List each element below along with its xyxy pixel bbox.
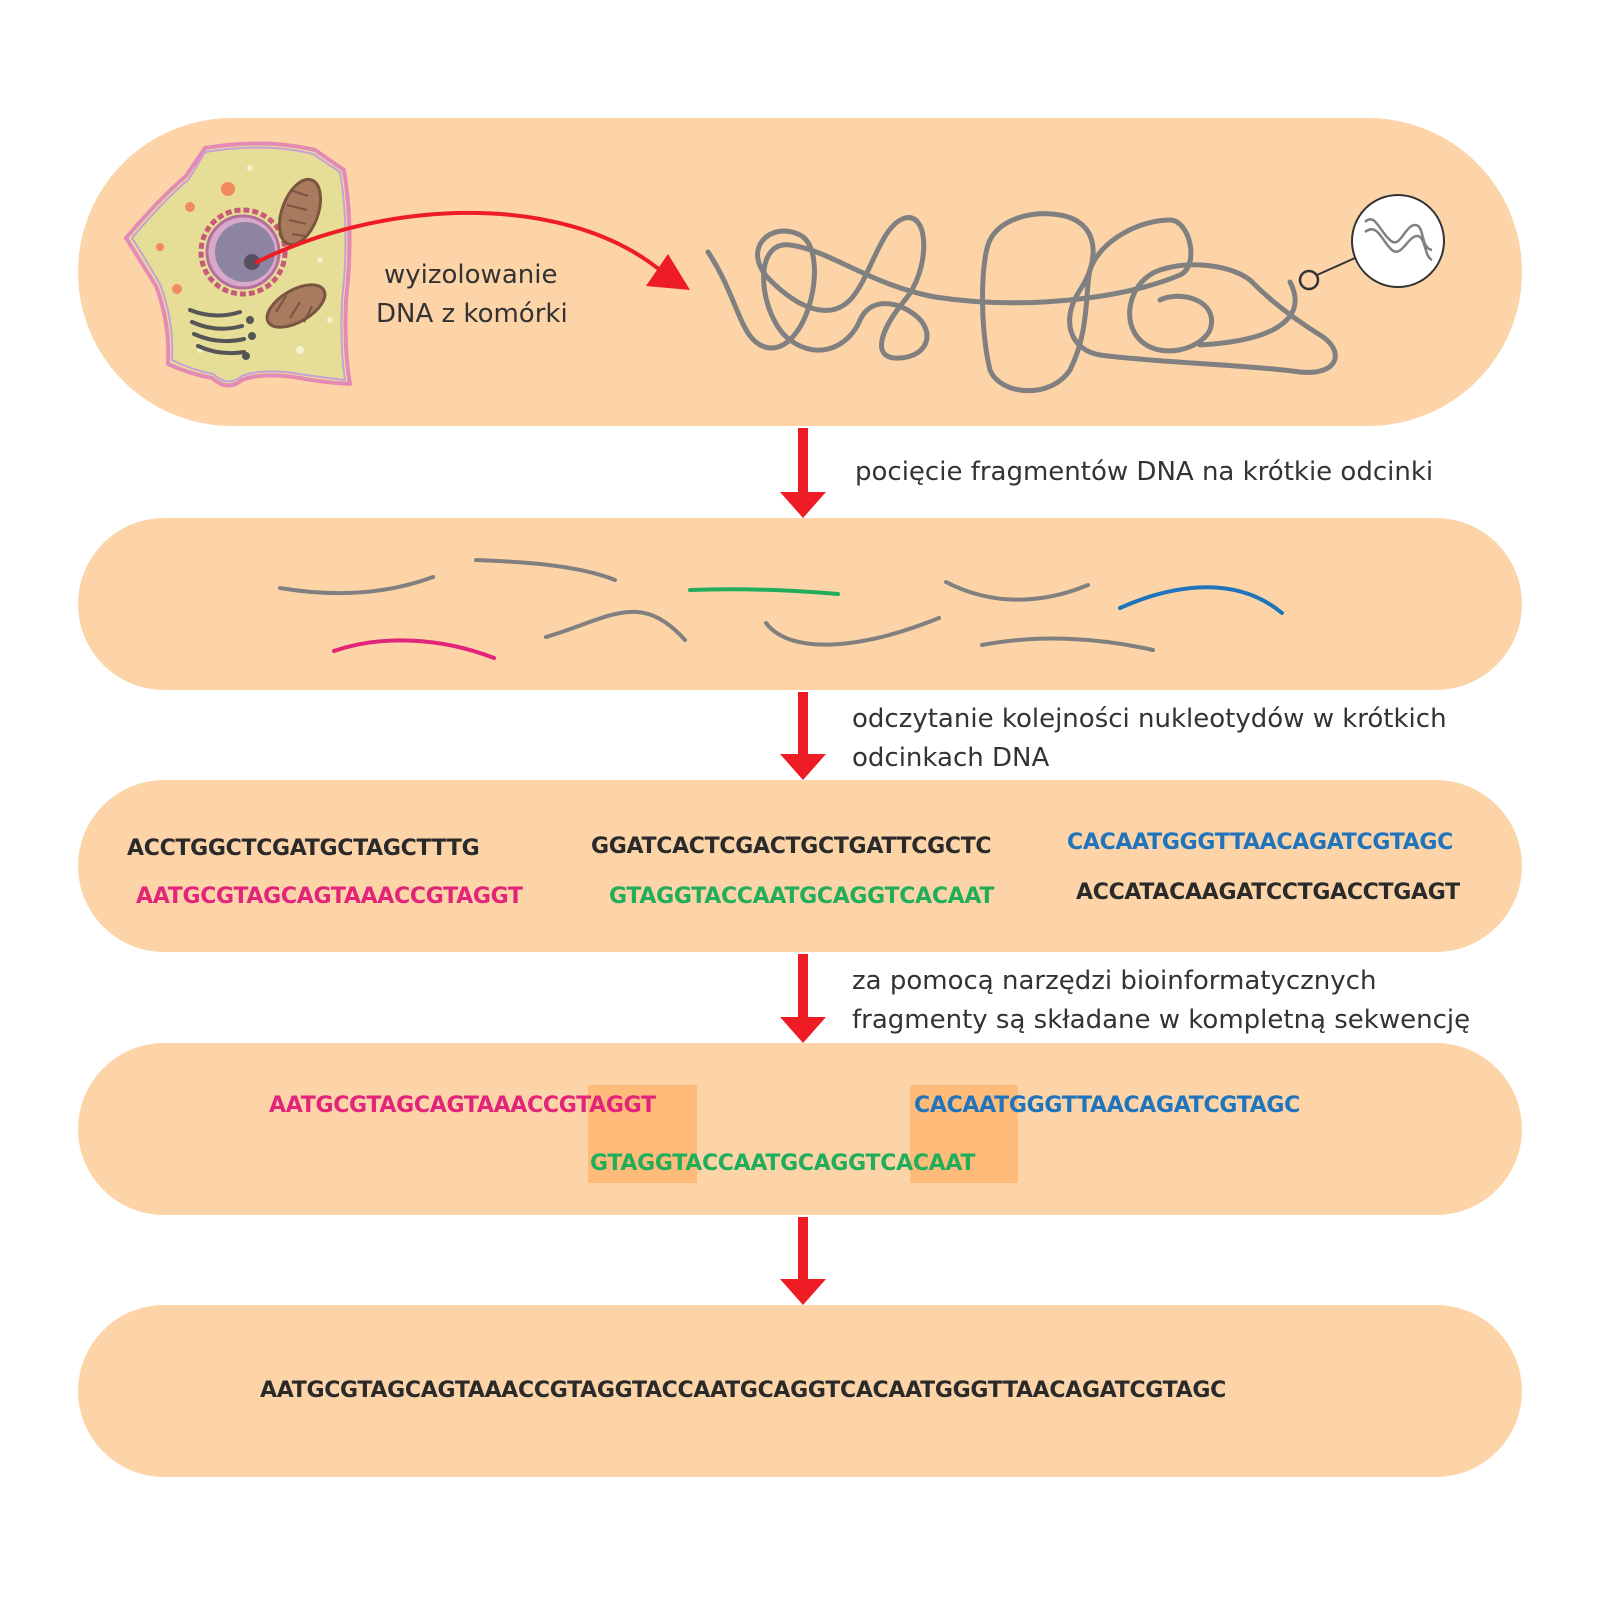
dna-fragments [278,558,1284,660]
final-sequence: AATGCGTAGCAGTAAACCGTAGGTACCAATGCAGGTCACA… [260,1378,1226,1403]
panel-final [78,1305,1522,1477]
panel-assembly [78,1043,1522,1215]
down-arrow-1 [780,428,826,518]
tangled-dna [705,211,1338,394]
caption-cut: pocięcie fragmentów DNA na krótkie odcin… [855,457,1434,487]
read-sequence: ACCTGGCTCGATGCTAGCTTTG [127,836,480,861]
caption-assemble-line2: fragmenty są składane w kompletną sekwen… [852,1005,1471,1035]
cell-icon [124,141,352,388]
assembly-green-read: GTAGGTACCAATGCAGGTCACAAT [590,1151,976,1176]
assembly-pink-read: AATGCGTAGCAGTAAACCGTAGGT [269,1093,656,1118]
read-sequence: AATGCGTAGCAGTAAACCGTAGGT [136,884,523,909]
isolation-arrow [254,210,662,272]
caption-read-line2: odcinkach DNA [852,743,1050,773]
read-sequence: ACCATACAAGATCCTGACCTGAGT [1076,880,1460,905]
caption-read-line1: odczytanie kolejności nukleotydów w krót… [852,704,1447,734]
panel-fragments [78,518,1522,690]
isolation-arrowhead [646,254,690,290]
zoom-marker [1298,269,1320,291]
down-arrow-2 [780,692,826,780]
caption-assemble-line1: za pomocą narzędzi bioinformatycznych [852,966,1377,996]
overlap-highlight-left [588,1085,697,1183]
read-sequence: CACAATGGGTTAACAGATCGTAGC [1067,830,1454,855]
down-arrow-3 [780,954,826,1043]
isolation-label-line2: DNA z komórki [376,299,568,329]
isolation-label-line1: wyizolowanie [384,260,558,290]
read-sequence: GGATCACTCGACTGCTGATTCGCTC [591,834,992,859]
down-arrow-4 [780,1217,826,1305]
panel-reads [78,780,1522,952]
read-sequence: GTAGGTACCAATGCAGGTCACAAT [609,884,995,909]
assembly-blue-read: CACAATGGGTTAACAGATCGTAGC [914,1093,1301,1118]
overlap-highlight-right [910,1085,1018,1183]
zoom-line [1316,257,1356,276]
double-helix-icon [1364,218,1433,262]
